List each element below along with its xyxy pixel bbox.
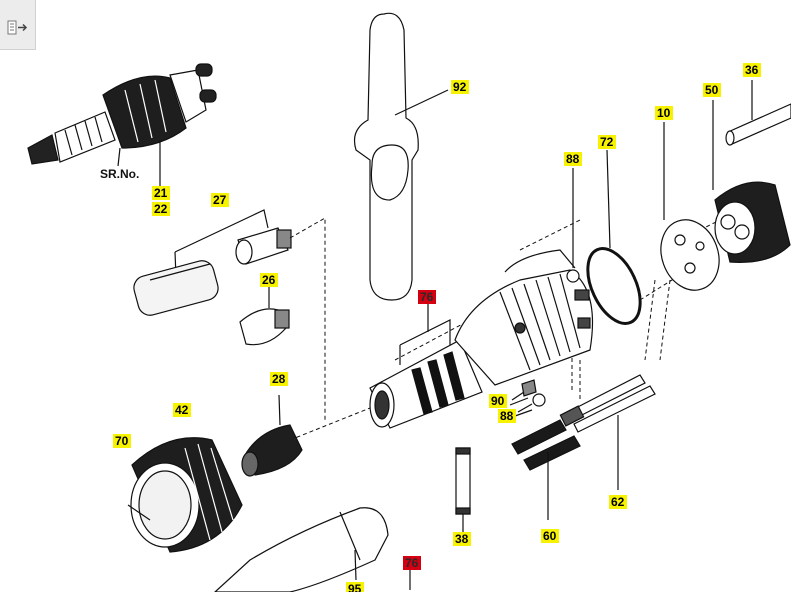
callout-36: 36 [743, 63, 761, 77]
svg-text:90: 90 [491, 394, 505, 408]
svg-text:76: 76 [405, 556, 419, 570]
svg-text:60: 60 [543, 529, 557, 543]
svg-text:10: 10 [657, 106, 671, 120]
rod-parts [511, 374, 656, 520]
svg-text:SR.No.: SR.No. [100, 167, 139, 181]
svg-text:70: 70 [115, 434, 129, 448]
svg-text:95: 95 [348, 582, 362, 592]
svg-text:22: 22 [154, 202, 168, 216]
panel-toggle-button[interactable] [0, 0, 36, 50]
connector-part [712, 100, 791, 263]
svg-text:28: 28 [272, 372, 286, 386]
svg-text:38: 38 [455, 532, 469, 546]
cone-part [241, 394, 303, 477]
callout-labels: 21 22 27 26 28 42 70 92 76 76 88 88 90 7… [113, 63, 761, 592]
svg-text:42: 42 [175, 403, 189, 417]
callout-26: 26 [260, 273, 278, 287]
sleeve-ring [455, 447, 471, 532]
callout-70: 70 [113, 434, 131, 448]
callout-60: 60 [541, 529, 559, 543]
callout-50: 50 [703, 83, 721, 97]
serial-number-label: SR.No. [100, 167, 139, 181]
callout-10: 10 [655, 106, 673, 120]
callout-27: 27 [211, 193, 229, 207]
small-ball [566, 269, 580, 283]
callout-38: 38 [453, 532, 471, 546]
coupling-nut [127, 437, 243, 553]
callout-72: 72 [598, 135, 616, 149]
svg-text:72: 72 [600, 135, 614, 149]
callout-62: 62 [609, 495, 627, 509]
pin-part [725, 80, 791, 146]
callout-90: 90 [489, 394, 507, 408]
main-body [454, 249, 594, 386]
parts-drawing [27, 12, 791, 592]
svg-text:88: 88 [566, 152, 580, 166]
svg-text:21: 21 [154, 186, 168, 200]
svg-text:92: 92 [453, 80, 467, 94]
svg-text:27: 27 [213, 193, 227, 207]
svg-text:50: 50 [705, 83, 719, 97]
svg-text:26: 26 [262, 273, 276, 287]
callout-42: 42 [173, 403, 191, 417]
svg-text:36: 36 [745, 63, 759, 77]
handpiece-assembly [27, 63, 217, 186]
callout-21: 21 [152, 186, 170, 200]
bulb-parts [133, 209, 292, 346]
callout-22: 22 [152, 202, 170, 216]
callout-28: 28 [270, 372, 288, 386]
callout-95: 95 [346, 582, 364, 592]
disc-part [660, 122, 720, 291]
callout-88-top: 88 [564, 152, 582, 166]
callout-88-bottom: 88 [498, 409, 516, 423]
sleeve-tube [214, 507, 389, 592]
svg-text:76: 76 [420, 290, 434, 304]
sidebar-toggle-icon [7, 20, 28, 35]
callout-92: 92 [451, 80, 469, 94]
svg-text:62: 62 [611, 495, 625, 509]
callout-76-top: 76 [418, 290, 436, 304]
svg-text:88: 88 [500, 409, 514, 423]
o-ring [586, 247, 642, 325]
callout-76-bottom: 76 [403, 556, 421, 570]
spindle-assembly [369, 302, 483, 429]
